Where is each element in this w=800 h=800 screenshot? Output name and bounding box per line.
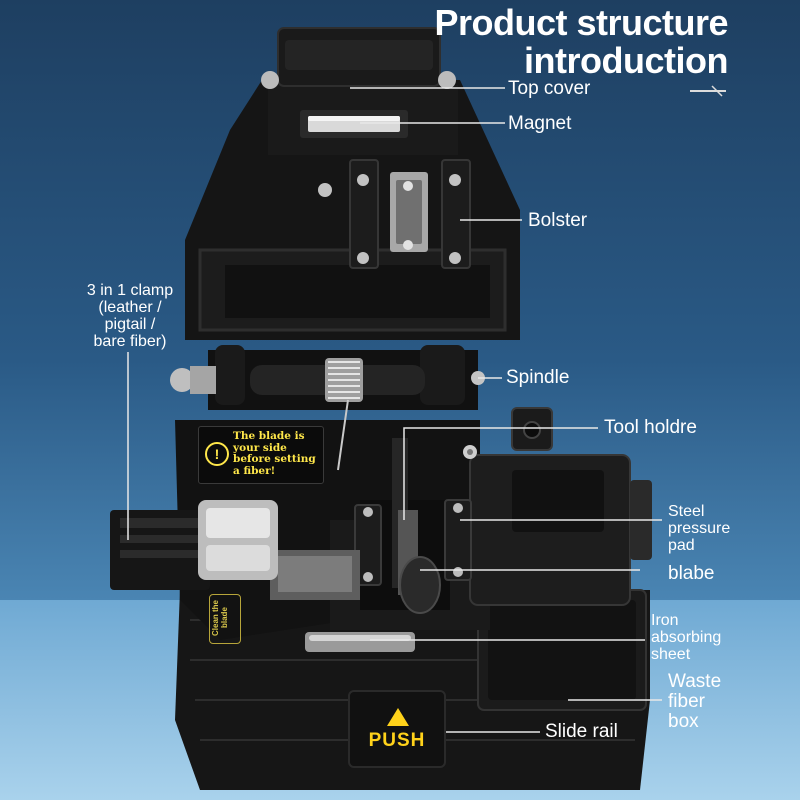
push-slide-button[interactable]: PUSH bbox=[348, 690, 446, 768]
label-waste-line-1: Waste bbox=[668, 671, 722, 692]
label-clamp-line-3: pigtail / bbox=[104, 316, 156, 333]
push-label: PUSH bbox=[368, 730, 426, 751]
side-sticker-text: Clean the blade bbox=[211, 600, 229, 637]
pointer-lines bbox=[127, 87, 662, 733]
label-waste-line-3: box bbox=[668, 711, 699, 732]
warning-sticker-text: The blade is your side before setting a … bbox=[233, 430, 316, 477]
page-title: Product structure introduction bbox=[434, 4, 728, 80]
title-line-2: introduction bbox=[524, 40, 728, 81]
label-blade: blabe bbox=[668, 563, 715, 584]
title-line-1: Product structure bbox=[434, 2, 728, 43]
label-tool-holder: Tool holdre bbox=[604, 417, 697, 438]
exclamation-circle-icon: ! bbox=[205, 442, 229, 466]
label-waste-line-2: fiber bbox=[668, 691, 705, 712]
label-bolster: Bolster bbox=[528, 210, 588, 231]
label-clamp-line-4: bare fiber) bbox=[93, 333, 167, 350]
label-steel-line-2: pressure bbox=[668, 520, 731, 537]
fiber-tool-icon bbox=[690, 85, 726, 97]
bolster-left bbox=[349, 159, 379, 269]
label-iron-line-1: Iron bbox=[651, 612, 679, 629]
label-top-cover: Top cover bbox=[508, 78, 591, 99]
label-steel-line-1: Steel bbox=[668, 503, 705, 520]
label-steel-pressure-pad: Steel pressure pad bbox=[668, 503, 730, 554]
spindle-cap-left bbox=[170, 368, 194, 392]
label-clamp-line-2: (leather / bbox=[98, 299, 162, 316]
label-magnet: Magnet bbox=[508, 113, 572, 134]
warning-sticker: ! The blade is your side before setting … bbox=[198, 426, 324, 484]
label-iron-line-3: sheet bbox=[651, 646, 691, 663]
label-iron-absorbing-sheet: Iron absorbing sheet bbox=[651, 612, 721, 663]
side-sticker bbox=[209, 594, 241, 644]
label-slide-rail: Slide rail bbox=[545, 721, 618, 742]
label-clamp: 3 in 1 clamp (leather / pigtail / bare f… bbox=[60, 282, 200, 350]
label-spindle: Spindle bbox=[506, 367, 570, 388]
bolster-right bbox=[441, 159, 471, 269]
blade-disk bbox=[399, 556, 441, 614]
label-waste-fiber-box: Waste fiber box bbox=[668, 672, 721, 732]
label-steel-line-3: pad bbox=[668, 537, 695, 554]
up-triangle-icon bbox=[387, 708, 409, 726]
label-iron-line-2: absorbing bbox=[651, 629, 722, 646]
label-clamp-line-1: 3 in 1 clamp bbox=[86, 282, 174, 299]
